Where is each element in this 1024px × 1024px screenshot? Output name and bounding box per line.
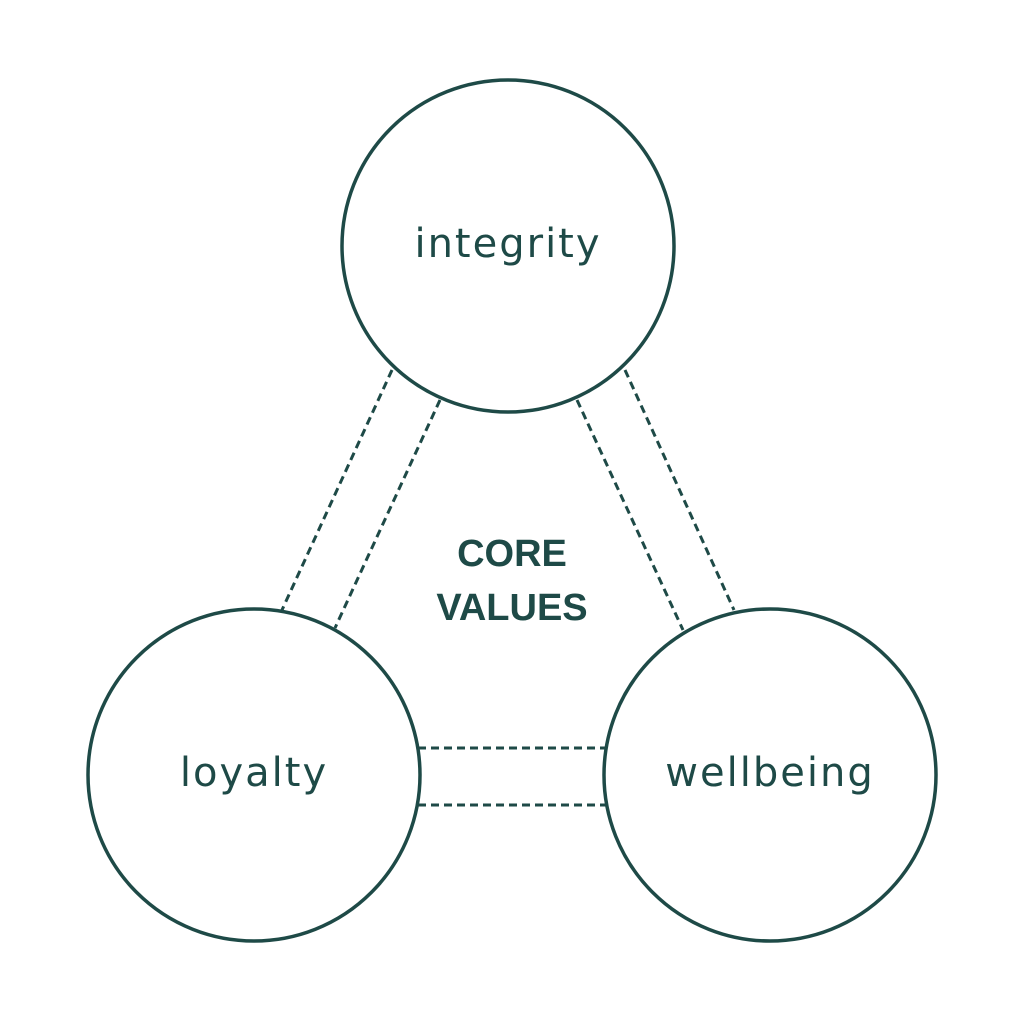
connector-line bbox=[575, 399, 685, 631]
connector-line bbox=[623, 369, 736, 611]
value-label-integrity: integrity bbox=[414, 221, 601, 267]
node-circle bbox=[340, 78, 676, 414]
connector-loyalty-wellbeing bbox=[418, 746, 606, 807]
value-node-loyalty: loyalty bbox=[86, 607, 422, 943]
connector-line bbox=[280, 369, 394, 611]
center-title: CORE VALUES bbox=[436, 533, 587, 629]
connector-integrity-wellbeing bbox=[575, 369, 736, 631]
node-circle bbox=[86, 607, 422, 943]
node-circle bbox=[602, 607, 938, 943]
center-title-line-2: VALUES bbox=[436, 587, 587, 629]
value-node-integrity: integrity bbox=[340, 78, 676, 414]
connector-line bbox=[333, 399, 442, 629]
center-title-line-1: CORE bbox=[457, 533, 567, 575]
value-label-wellbeing: wellbeing bbox=[665, 750, 874, 796]
value-node-wellbeing: wellbeing bbox=[602, 607, 938, 943]
connector-integrity-loyalty bbox=[280, 369, 442, 629]
value-label-loyalty: loyalty bbox=[180, 750, 328, 796]
